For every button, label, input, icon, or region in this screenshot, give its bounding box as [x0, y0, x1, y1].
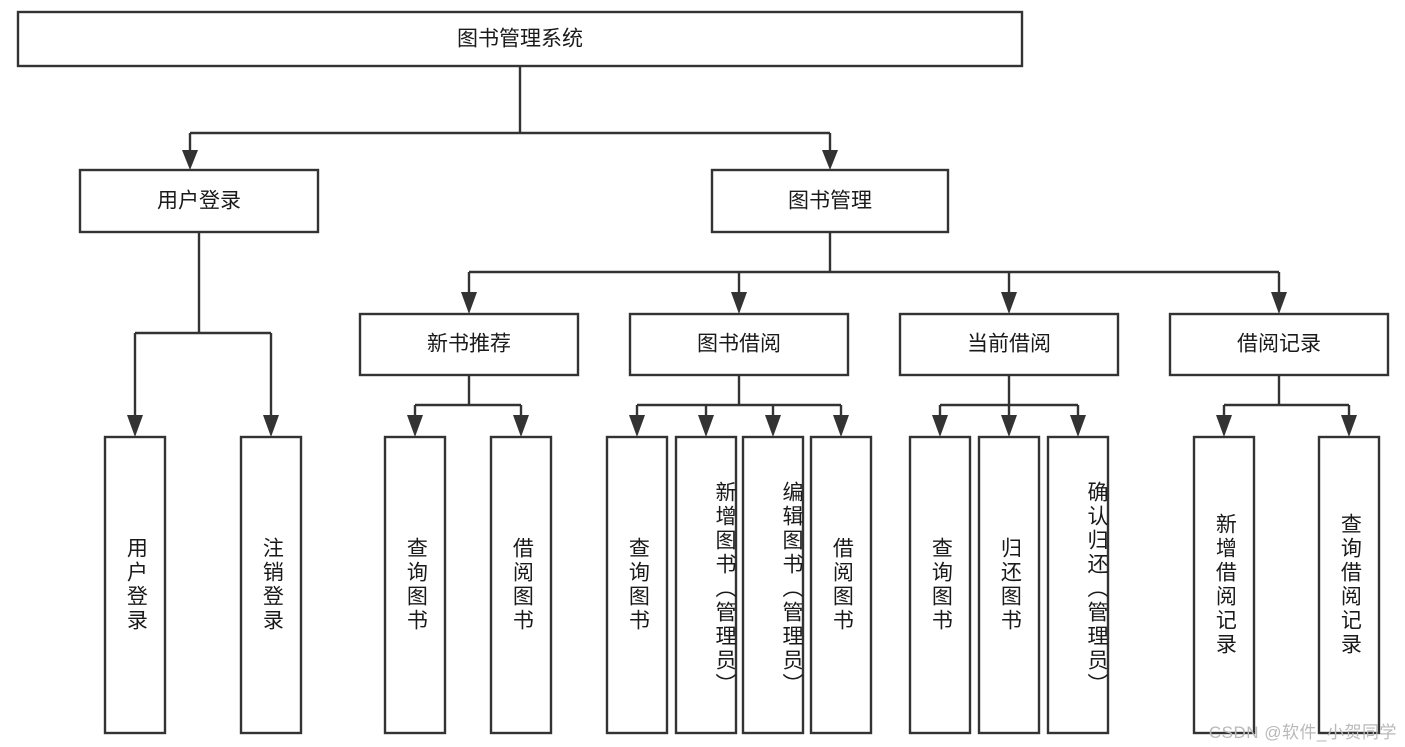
arrow-head-leaf-3 — [1070, 415, 1086, 437]
arrow-head-leaf-1 — [932, 415, 948, 437]
node-leaf-user-login-box[interactable] — [103, 435, 167, 735]
node-leaf-query-book-2-box[interactable] — [605, 435, 669, 735]
node-current-borrow[interactable]: 当前借阅 — [898, 312, 1120, 377]
node-leaf-query-book-3-box[interactable] — [908, 435, 972, 735]
node-book-management-label: 图书管理 — [788, 190, 872, 213]
arrow-head-book-mgmt — [822, 150, 838, 170]
node-root[interactable]: 图书管理系统 — [16, 10, 1024, 68]
node-borrow-record-box[interactable] — [1168, 312, 1390, 377]
node-user-login-label: 用户登录 — [157, 190, 241, 213]
connector-borrow-record-to-leaves — [1216, 375, 1357, 437]
connector-book-borrow-to-leaves — [629, 375, 849, 437]
node-book-borrow-label: 图书借阅 — [697, 333, 781, 356]
arrow-head-leaf-1 — [407, 415, 423, 437]
arrow-head-leaf-2 — [1341, 415, 1357, 437]
arrow-head-level3-4 — [1271, 292, 1287, 314]
node-leaf-return-book-box[interactable] — [977, 435, 1041, 735]
arrow-head-leaf-1 — [1216, 415, 1232, 437]
node-leaf-query-record-box[interactable] — [1317, 435, 1381, 735]
node-user-login[interactable]: 用户登录 — [78, 168, 320, 234]
arrow-head-leaf-4 — [833, 415, 849, 437]
node-current-borrow-label: 当前借阅 — [967, 333, 1051, 356]
arrow-head-leaf-1 — [127, 415, 143, 437]
node-book-management[interactable]: 图书管理 — [710, 168, 950, 234]
node-borrow-record[interactable]: 借阅记录 — [1168, 312, 1390, 377]
connector-root-to-level2 — [182, 66, 838, 170]
arrow-head-level3-3 — [1001, 292, 1017, 314]
node-leaf-edit-book-box[interactable] — [741, 435, 805, 735]
node-new-book-recommend-box[interactable] — [358, 312, 580, 377]
node-book-borrow-box[interactable] — [628, 312, 850, 377]
watermark-text: CSDN @软件_小贺同学 — [1208, 723, 1397, 742]
arrow-head-leaf-2 — [263, 415, 279, 437]
arrow-head-leaf-2 — [1001, 415, 1017, 437]
node-book-borrow[interactable]: 图书借阅 — [628, 312, 850, 377]
node-leaf-borrow-book-1-box[interactable] — [489, 435, 553, 735]
arrow-head-leaf-2 — [698, 415, 714, 437]
connector-current-borrow-to-leaves — [932, 375, 1086, 437]
node-leaf-add-record-box[interactable] — [1192, 435, 1256, 735]
node-leaf-confirm-return-box[interactable] — [1046, 435, 1110, 735]
arrow-head-level3-1 — [461, 292, 477, 314]
arrow-head-leaf-2 — [513, 415, 529, 437]
node-book-management-box[interactable] — [710, 168, 950, 234]
arrow-head-leaf-1 — [629, 415, 645, 437]
node-root-label: 图书管理系统 — [457, 28, 583, 51]
node-leaf-query-book-1-box[interactable] — [383, 435, 447, 735]
node-leaf-logout-box[interactable] — [239, 435, 303, 735]
connector-book-mgmt-to-level3 — [461, 232, 1287, 314]
node-new-book-recommend-label: 新书推荐 — [427, 333, 511, 356]
arrow-head-leaf-3 — [765, 415, 781, 437]
node-root-box[interactable] — [16, 10, 1024, 68]
node-leaf-borrow-book-2-box[interactable] — [809, 435, 873, 735]
node-new-book-recommend[interactable]: 新书推荐 — [358, 312, 580, 377]
arrow-head-level3-2 — [731, 292, 747, 314]
connector-new-book-to-leaves — [407, 375, 529, 437]
node-leaf-add-book-box[interactable] — [674, 435, 738, 735]
arrow-head-user-login — [182, 150, 198, 170]
node-user-login-box[interactable] — [78, 168, 320, 234]
connector-user-login-to-leaves — [127, 232, 279, 437]
node-current-borrow-box[interactable] — [898, 312, 1120, 377]
node-borrow-record-label: 借阅记录 — [1237, 333, 1321, 356]
